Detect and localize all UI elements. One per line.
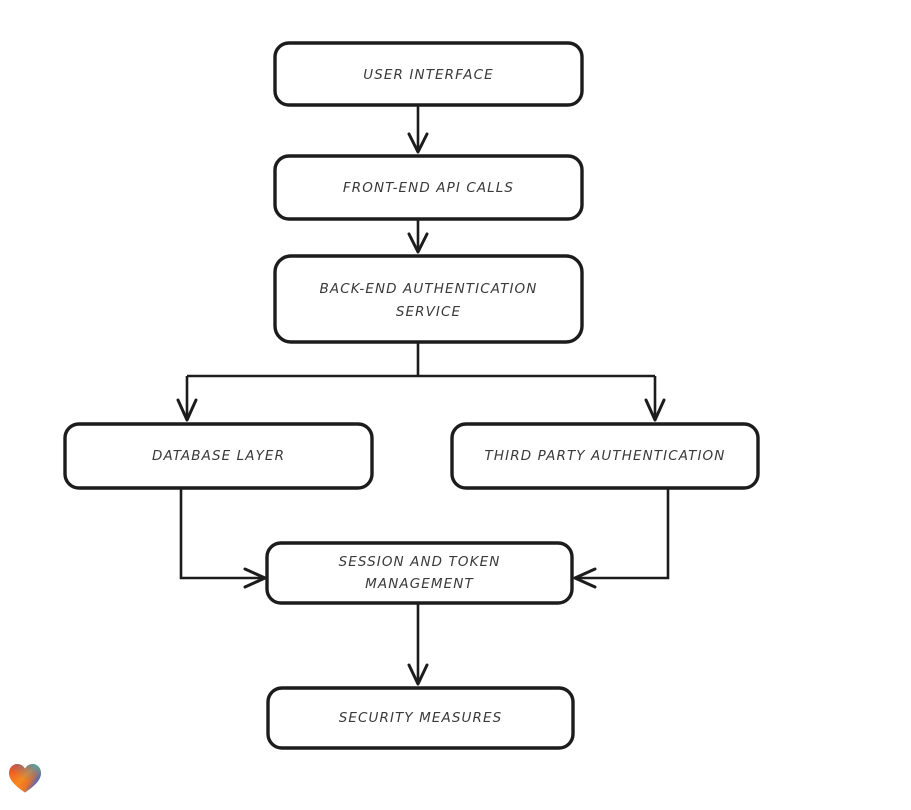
- session-and-token-management-box[interactable]: [265, 541, 574, 605]
- user-interface-label: USER INTERFACE: [363, 67, 493, 83]
- edge-front-end-to-back-end: [407, 219, 429, 254]
- back-end-authentication-service-box[interactable]: [273, 254, 584, 344]
- security-measures-box[interactable]: [266, 686, 575, 750]
- back-end-authentication-service-label-line-2: SERVICE: [396, 304, 461, 320]
- database-layer-box[interactable]: [63, 422, 374, 490]
- heart-icon: [9, 764, 41, 793]
- front-end-api-calls-label: FRONT-END API CALLS: [343, 180, 514, 196]
- edge-database-layer-to-session: [179, 488, 267, 589]
- node-front-end-api-calls[interactable]: FRONT-END API CALLS: [273, 154, 584, 221]
- edge-back-end-to-third-party-authentication: [644, 376, 666, 422]
- edge-back-end-split-bus: [187, 342, 655, 378]
- node-database-layer[interactable]: DATABASE LAYER: [63, 422, 374, 490]
- node-security-measures[interactable]: SECURITY MEASURES: [266, 686, 575, 750]
- session-and-token-management-label-line-1: SESSION AND TOKEN: [339, 554, 501, 570]
- node-session-and-token-management[interactable]: SESSION AND TOKEN MANAGEMENT: [265, 541, 574, 605]
- node-user-interface[interactable]: USER INTERFACE: [273, 41, 584, 107]
- user-interface-box[interactable]: [273, 41, 584, 107]
- back-end-authentication-service-label-line-1: BACK-END AUTHENTICATION: [320, 281, 538, 297]
- front-end-api-calls-box[interactable]: [273, 154, 584, 221]
- node-back-end-authentication-service[interactable]: BACK-END AUTHENTICATION SERVICE: [273, 254, 584, 344]
- edge-third-party-authentication-to-session: [573, 488, 670, 589]
- edge-back-end-to-database-layer: [176, 376, 198, 422]
- edge-user-interface-to-front-end: [407, 105, 429, 154]
- edge-session-to-security-measures: [407, 603, 429, 686]
- database-layer-label: DATABASE LAYER: [152, 448, 285, 464]
- session-and-token-management-label-line-2: MANAGEMENT: [365, 576, 474, 592]
- third-party-authentication-box[interactable]: [450, 422, 760, 490]
- node-third-party-authentication[interactable]: THIRD PARTY AUTHENTICATION: [450, 422, 760, 490]
- security-measures-label: SECURITY MEASURES: [339, 710, 503, 726]
- third-party-authentication-label: THIRD PARTY AUTHENTICATION: [485, 448, 726, 464]
